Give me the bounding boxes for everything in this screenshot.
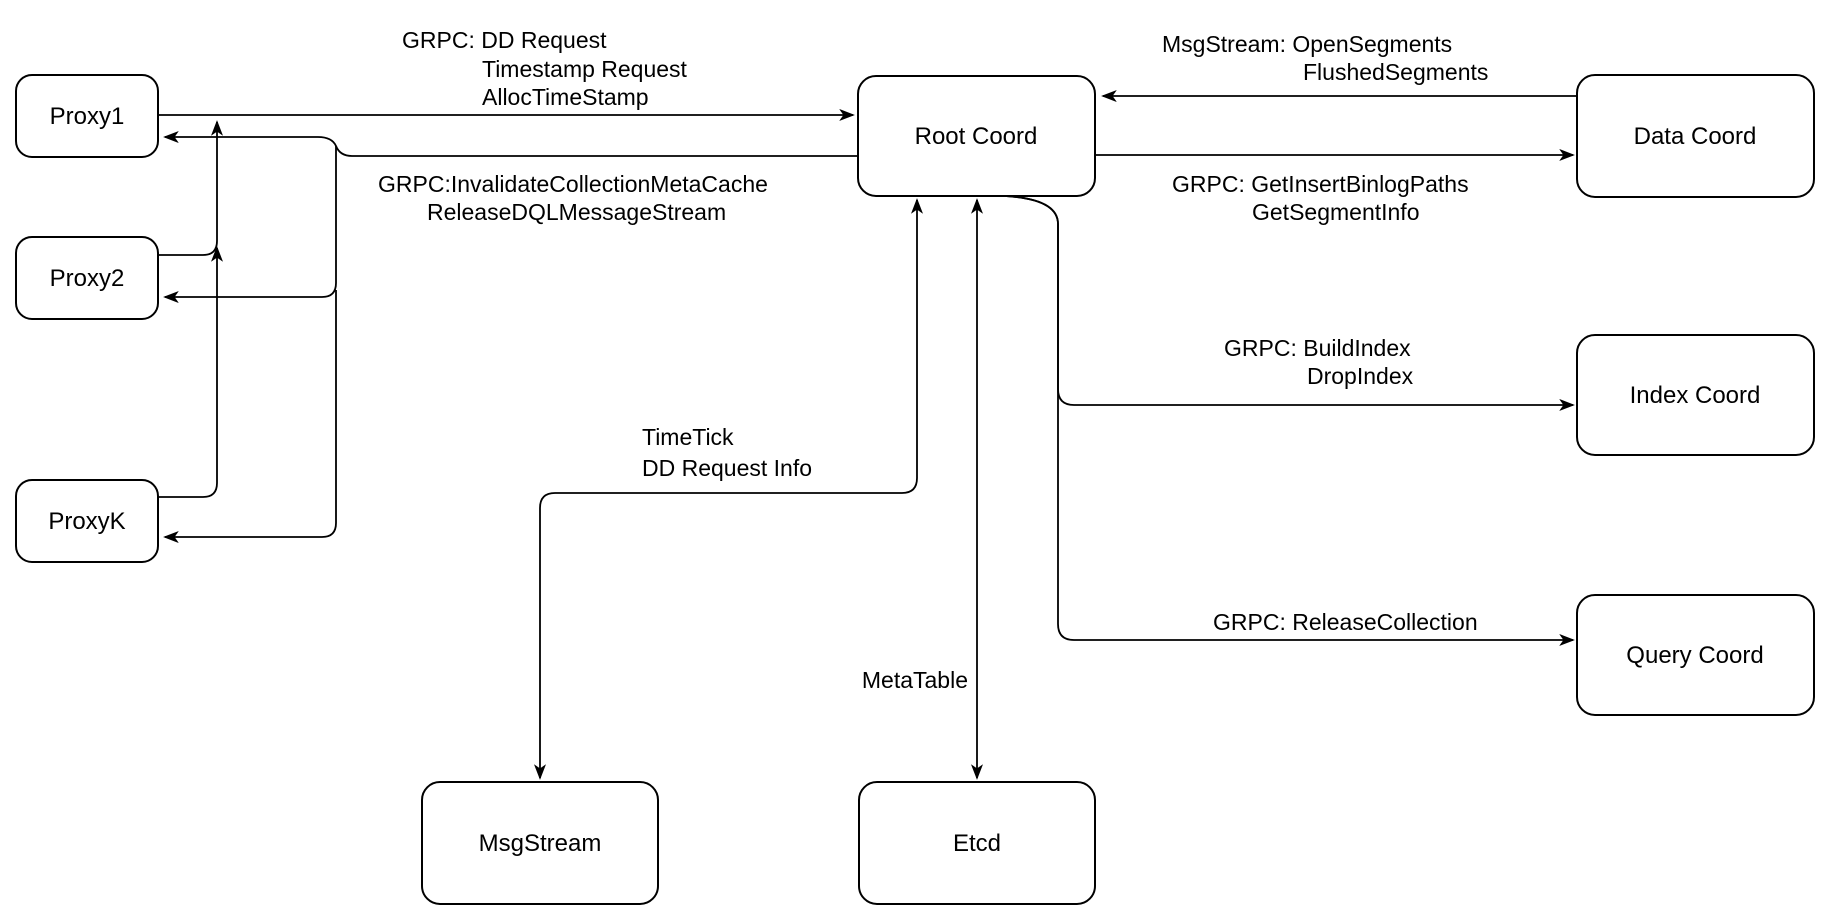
label-root-to-data-line1: GRPC: GetInsertBinlogPaths [1172,171,1469,197]
edge-proxyk-up-to-request-line [158,248,217,498]
label-proxies-to-root-line3: AllocTimeStamp [482,84,649,110]
node-etcd: Etcd [858,781,1096,905]
node-msgstream-box [421,781,659,905]
label-root-to-query-line1: GRPC: ReleaseCollection [1213,609,1478,635]
node-proxy1: Proxy1 [15,74,159,158]
edge-proxy2-up-to-request-line [158,122,217,256]
label-root-to-index-line1: GRPC: BuildIndex [1224,335,1411,361]
node-data-coord-box [1576,74,1815,198]
node-index-coord-label: Index Coord [1630,382,1761,409]
node-data-coord: Data Coord [1576,74,1815,198]
node-root-coord-label: Root Coord [915,123,1038,150]
edge-rootcoord-to-proxy1 [165,137,858,157]
node-msgstream: MsgStream [421,781,659,905]
node-index-coord-box [1576,334,1815,456]
node-proxyk: ProxyK [15,479,159,563]
node-proxy1-box [15,74,159,158]
label-root-to-proxies-line2: ReleaseDQLMessageStream [427,199,726,225]
label-proxies-to-root-line1: GRPC: DD Request [402,27,607,53]
node-root-coord-box [857,75,1096,197]
edge-rootcoord-to-indexcoord [1004,195,1573,405]
label-root-to-index-line2: DropIndex [1307,363,1414,389]
node-root-coord: Root Coord [857,75,1096,197]
label-data-to-root-line1: MsgStream: OpenSegments [1162,31,1452,57]
label-root-to-proxies-line1: GRPC:InvalidateCollectionMetaCache [378,171,768,197]
edge-rootcoord-msgstream-bidirectional [540,200,917,778]
node-proxy2-box [15,236,159,320]
node-query-coord-box [1576,594,1815,716]
label-root-to-msgstream-line1: TimeTick [642,424,734,450]
node-query-coord-label: Query Coord [1626,642,1763,669]
node-msgstream-label: MsgStream [479,830,602,857]
node-proxyk-label: ProxyK [48,508,125,535]
label-root-to-etcd-line1: MetaTable [862,667,968,693]
node-proxy1-label: Proxy1 [50,103,125,130]
label-root-to-msgstream-line2: DD Request Info [642,455,812,481]
edge-rootcoord-to-proxyk [165,290,337,537]
node-etcd-box [858,781,1096,905]
label-root-to-data-line2: GetSegmentInfo [1252,199,1420,225]
label-proxies-to-root-line2: Timestamp Request [482,56,688,82]
node-proxy2: Proxy2 [15,236,159,320]
edge-rootcoord-to-querycoord [1004,195,1573,640]
node-proxyk-box [15,479,159,563]
node-index-coord: Index Coord [1576,334,1815,456]
edge-rootcoord-to-proxy2 [165,146,337,297]
node-query-coord: Query Coord [1576,594,1815,716]
node-proxy2-label: Proxy2 [50,265,125,292]
node-data-coord-label: Data Coord [1634,123,1757,150]
node-etcd-label: Etcd [953,830,1001,857]
label-data-to-root-line2: FlushedSegments [1303,59,1488,85]
